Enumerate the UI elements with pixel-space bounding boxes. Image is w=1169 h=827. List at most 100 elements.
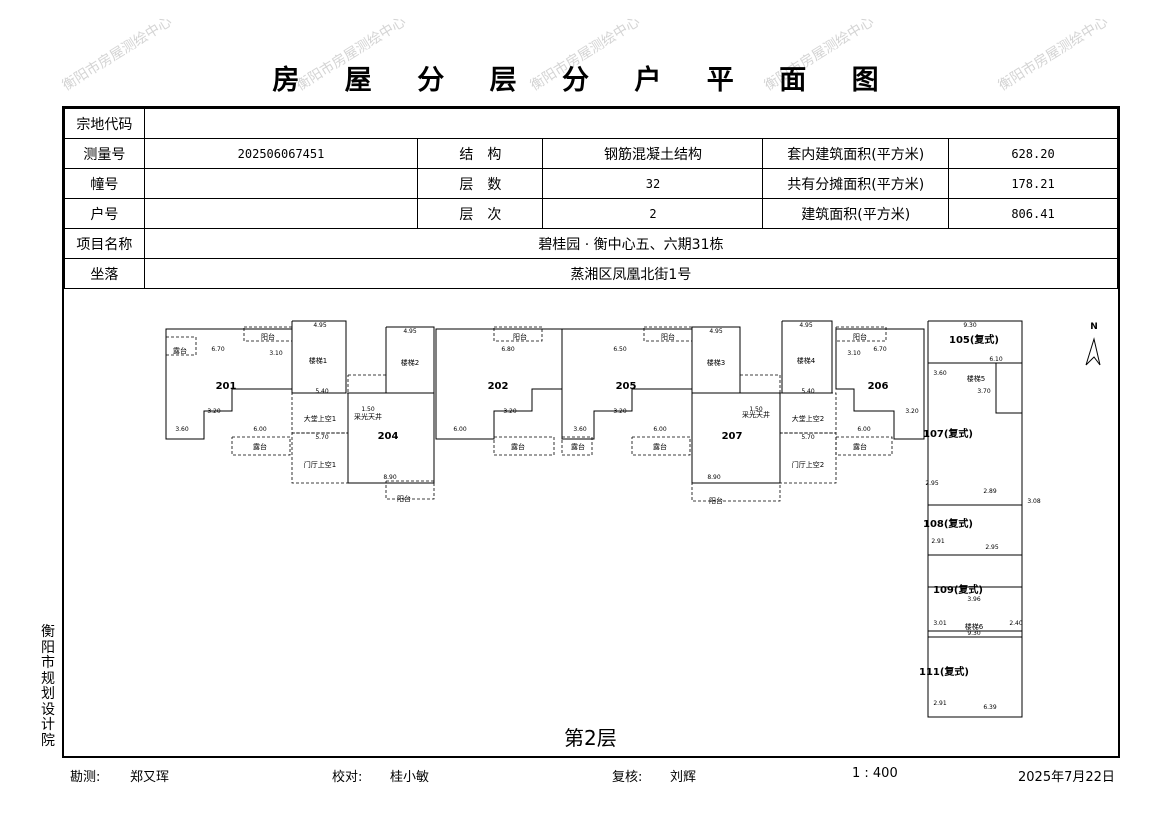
dimension-label: 4.95 — [799, 322, 813, 329]
dimension-label: 3.60 — [933, 370, 947, 377]
north-arrow — [1085, 337, 1101, 366]
dimension-label: 5.70 — [801, 434, 815, 441]
floor-value: 2 — [542, 198, 764, 229]
dimension-label: 3.20 — [207, 408, 221, 415]
dimension-label: 6.70 — [873, 346, 887, 353]
surveyor-label: 勘测: — [70, 770, 101, 785]
unit-label: 105(复式) — [949, 333, 999, 346]
dimension-label: 6.39 — [983, 704, 997, 711]
unit-outline — [835, 328, 925, 440]
balcony-outline — [165, 336, 197, 356]
north-label: N — [1090, 322, 1098, 332]
unit-outline — [995, 362, 1023, 414]
inner-area-label: 套内建筑面积(平方米) — [762, 138, 950, 169]
unit-label: 202 — [488, 381, 509, 392]
unit-no-value — [143, 198, 419, 229]
dimension-label: 6.80 — [501, 346, 515, 353]
scale-text: 1 : 400 — [852, 766, 898, 781]
room-label: 露台 — [511, 442, 525, 451]
parcel-code-value — [143, 108, 1119, 139]
room-label: 大堂上空1 — [304, 414, 336, 423]
checker-label: 校对: — [332, 770, 363, 785]
balcony-outline — [347, 374, 387, 394]
unit-label: 201 — [216, 381, 237, 392]
balcony-outline — [643, 326, 693, 342]
unit-label: 111(复式) — [919, 665, 969, 678]
balcony-outline — [231, 436, 291, 456]
dimension-label: 3.20 — [905, 408, 919, 415]
room-label: 门厅上空2 — [792, 460, 824, 469]
dimension-label: 5.40 — [801, 388, 815, 395]
dimension-label: 4.95 — [709, 328, 723, 335]
room-label: 楼梯4 — [797, 356, 816, 365]
building-area-label: 建筑面积(平方米) — [762, 198, 950, 229]
dimension-label: 9.30 — [967, 630, 981, 637]
structure-label: 结 构 — [417, 138, 544, 169]
room-label: 楼梯5 — [967, 374, 985, 383]
room-label: 阳台 — [513, 332, 527, 341]
room-label: 露台 — [253, 442, 267, 451]
dimension-label: 2.91 — [931, 538, 945, 545]
room-label: 楼梯1 — [309, 356, 327, 365]
shared-area-label: 共有分摊面积(平方米) — [762, 168, 950, 199]
dimension-label: 2.89 — [983, 488, 997, 495]
dimension-label: 2.91 — [933, 700, 947, 707]
room-label: 采光天井 — [354, 412, 382, 421]
dimension-label: 6.00 — [857, 426, 871, 433]
room-label: 露台 — [173, 346, 187, 355]
dimension-label: 6.50 — [613, 346, 627, 353]
balcony-outline — [243, 326, 293, 342]
room-label: 大堂上空2 — [792, 414, 824, 423]
dimension-label: 9.30 — [963, 322, 977, 329]
dimension-label: 8.90 — [707, 474, 721, 481]
balcony-outline — [779, 392, 837, 434]
room-label: 阳台 — [709, 496, 723, 505]
unit-no-label: 户号 — [64, 198, 145, 229]
unit-label: 109(复式) — [933, 583, 983, 596]
dimension-label: 6.00 — [453, 426, 467, 433]
room-label: 露台 — [571, 442, 585, 451]
info-table: 宗地代码 测量号 202506067451 结 构 钢筋混凝土结构 套内建筑面积… — [64, 108, 1119, 289]
balcony-outline — [493, 326, 543, 342]
room-label: 阳台 — [397, 494, 411, 503]
unit-outline — [561, 328, 693, 440]
project-value: 碧桂园 · 衡中心五、六期31栋 — [143, 228, 1119, 259]
checker-name: 桂小敏 — [390, 770, 430, 785]
room-label: 楼梯2 — [401, 358, 419, 367]
floors-label: 层 数 — [417, 168, 544, 199]
unit-label: 204 — [378, 431, 399, 442]
room-label: 门厅上空1 — [304, 460, 336, 469]
dimension-label: 4.95 — [403, 328, 417, 335]
structure-value: 钢筋混凝土结构 — [542, 138, 764, 169]
room-label: 楼梯3 — [707, 358, 725, 367]
project-label: 项目名称 — [64, 228, 145, 259]
balcony-outline — [561, 436, 593, 456]
dimension-label: 2.40 — [1009, 620, 1023, 627]
stair-outline — [291, 320, 347, 394]
balcony-outline — [493, 436, 555, 456]
dimension-label: 6.00 — [253, 426, 267, 433]
dimension-label: 3.08 — [1027, 498, 1041, 505]
unit-label: 206 — [868, 381, 889, 392]
dimension-label: 3.10 — [269, 350, 283, 357]
plot-date: 2025年7月22日 — [1018, 770, 1115, 785]
survey-sheet: 宗地代码 测量号 202506067451 结 构 钢筋混凝土结构 套内建筑面积… — [62, 106, 1120, 758]
room-label: 阳台 — [661, 332, 675, 341]
dimension-label: 3.10 — [847, 350, 861, 357]
dimension-label: 6.10 — [989, 356, 1003, 363]
balcony-outline — [691, 482, 781, 502]
dimension-label: 4.95 — [313, 322, 327, 329]
balcony-outline — [631, 436, 691, 456]
reviewer-label: 复核: — [612, 770, 643, 785]
dimension-label: 1.50 — [749, 406, 763, 413]
dimension-label: 2.95 — [985, 544, 999, 551]
survey-no-value: 202506067451 — [143, 138, 419, 169]
institute-name: 衡阳市规划设计院 — [41, 624, 55, 749]
balcony-outline — [739, 374, 781, 394]
dimension-label: 3.60 — [175, 426, 189, 433]
stair-outline — [385, 326, 435, 394]
page-title: 房 屋 分 层 分 户 平 面 图 — [272, 65, 897, 96]
balcony-outline — [779, 432, 837, 484]
dimension-label: 3.01 — [933, 620, 947, 627]
unit-label: 107(复式) — [923, 427, 973, 440]
